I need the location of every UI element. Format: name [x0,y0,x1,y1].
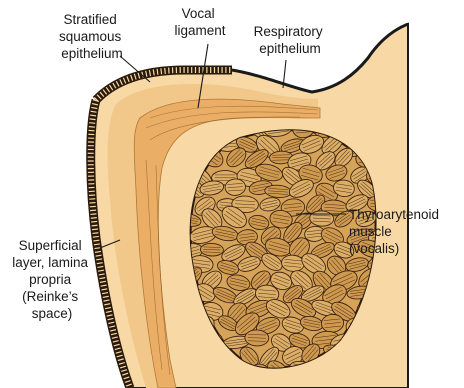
muscle-fibre-bundle [200,243,223,256]
label-line: Superficial [19,238,82,253]
label-line: epithelium [259,41,321,56]
muscle-fibre-bundle [245,329,269,346]
label-line: propria [29,272,72,287]
label-line: layer, lamina [12,255,88,270]
label-line: ligament [174,23,225,38]
label-line: epithelium [61,46,123,61]
label-line: Thyroarytenoid [349,207,439,222]
label-line: space) [32,306,73,321]
label-reinke-space: Superficial layer, lamina propria (Reink… [12,238,92,321]
label-line: (Reinke’s [22,289,78,304]
label-line: squamous [59,29,122,44]
label-line: (vocalis) [349,241,399,256]
label-line: Stratified [63,12,116,27]
label-stratified-squamous-epithelium: Stratified squamous epithelium [59,12,125,61]
label-line: Vocal [182,6,215,21]
label-line: muscle [349,224,392,239]
label-vocal-ligament: Vocal ligament [174,6,225,38]
label-line: Respiratory [254,24,323,39]
label-respiratory-epithelium: Respiratory epithelium [254,24,327,56]
